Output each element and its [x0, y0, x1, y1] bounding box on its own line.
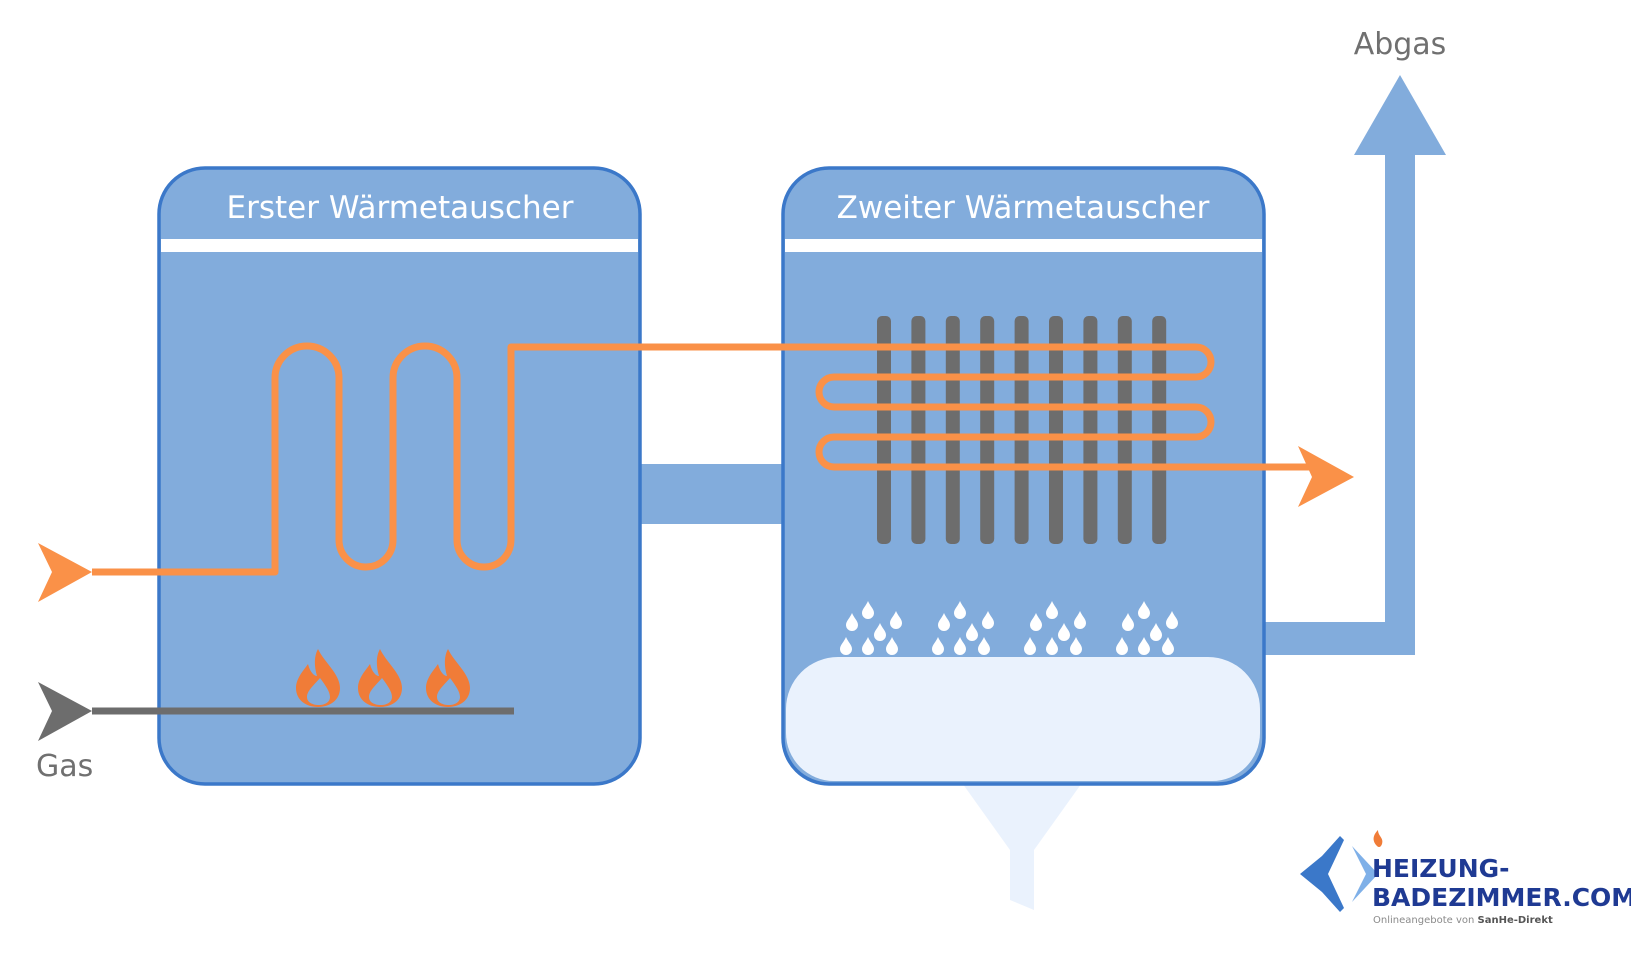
fin	[1083, 316, 1098, 544]
first-heat-exchanger: Erster Wärmetauscher	[157, 166, 642, 786]
fin	[1014, 316, 1029, 544]
water-inlet-arrow	[38, 543, 92, 602]
condensate-funnel	[960, 780, 1084, 910]
droplet	[874, 623, 886, 641]
flame	[358, 649, 402, 707]
droplet	[1024, 637, 1036, 655]
droplet	[982, 611, 994, 629]
burner-flames	[296, 649, 470, 707]
droplet	[890, 611, 902, 629]
droplet	[1166, 611, 1178, 629]
water-pipe-first-exchanger	[92, 342, 860, 576]
fin	[945, 316, 960, 544]
droplet	[1058, 623, 1070, 641]
logo-line-2: BADEZIMMER.COM	[1372, 883, 1631, 912]
flame-inner	[307, 678, 330, 705]
droplet	[886, 637, 898, 655]
logo-tagline-brand: SanHe-Direkt	[1478, 915, 1553, 926]
exhaust-duct	[1260, 140, 1415, 655]
droplet	[1138, 637, 1150, 655]
first-exchanger-title: Erster Wärmetauscher	[227, 190, 574, 226]
logo-flame-icon	[1373, 830, 1383, 848]
second-exchanger-divider	[785, 239, 1262, 252]
droplet	[840, 637, 852, 655]
logo-mark-right	[1352, 846, 1378, 902]
logo-tagline: Onlineangebote von SanHe-Direkt	[1373, 915, 1553, 926]
droplet	[846, 613, 858, 631]
droplet	[862, 601, 874, 619]
first-exchanger-divider	[161, 239, 638, 252]
fin	[877, 316, 891, 544]
logo-mark-left	[1300, 836, 1344, 912]
water-outlet-arrow	[1298, 446, 1354, 507]
droplet	[932, 637, 944, 655]
heat-exchanger-fins	[877, 316, 1167, 544]
droplet	[954, 601, 966, 619]
droplet	[1074, 611, 1086, 629]
droplet	[1046, 637, 1058, 655]
brand-logo: HEIZUNG- BADEZIMMER.COM Onlineangebote v…	[1300, 830, 1631, 926]
gas-label: Gas	[36, 749, 93, 784]
droplet	[1046, 601, 1058, 619]
logo-line-1: HEIZUNG-	[1372, 854, 1510, 883]
droplet	[1150, 623, 1162, 641]
fin	[1049, 316, 1063, 544]
droplet	[954, 637, 966, 655]
gas-inlet-arrow	[38, 682, 92, 741]
exhaust-label: Abgas	[1354, 27, 1447, 62]
flame	[426, 649, 470, 707]
logo-tagline-prefix: Onlineangebote von	[1373, 915, 1478, 926]
flue-duct-connector	[636, 464, 796, 524]
condensate-tank	[786, 657, 1260, 781]
water-pipe-second-exchanger	[815, 343, 1310, 471]
flame	[296, 649, 340, 707]
fin	[1152, 316, 1167, 544]
droplet	[1138, 601, 1150, 619]
second-exchanger-title: Zweiter Wärmetauscher	[837, 190, 1210, 226]
droplet	[1116, 637, 1128, 655]
droplet	[938, 613, 950, 631]
droplet	[1070, 637, 1082, 655]
fin	[911, 316, 926, 544]
fin	[1117, 316, 1132, 544]
condensate-droplets	[840, 601, 1178, 655]
droplet	[1162, 637, 1174, 655]
droplet	[862, 637, 874, 655]
droplet	[978, 637, 990, 655]
first-exchanger-body	[157, 166, 642, 786]
exhaust-arrow-head	[1354, 75, 1446, 155]
droplet	[966, 623, 978, 641]
droplet	[1122, 613, 1134, 631]
flame-inner	[369, 678, 392, 705]
water-circuit	[92, 342, 1310, 576]
fin	[980, 316, 995, 544]
flame-inner	[437, 678, 460, 705]
droplet	[1030, 613, 1042, 631]
